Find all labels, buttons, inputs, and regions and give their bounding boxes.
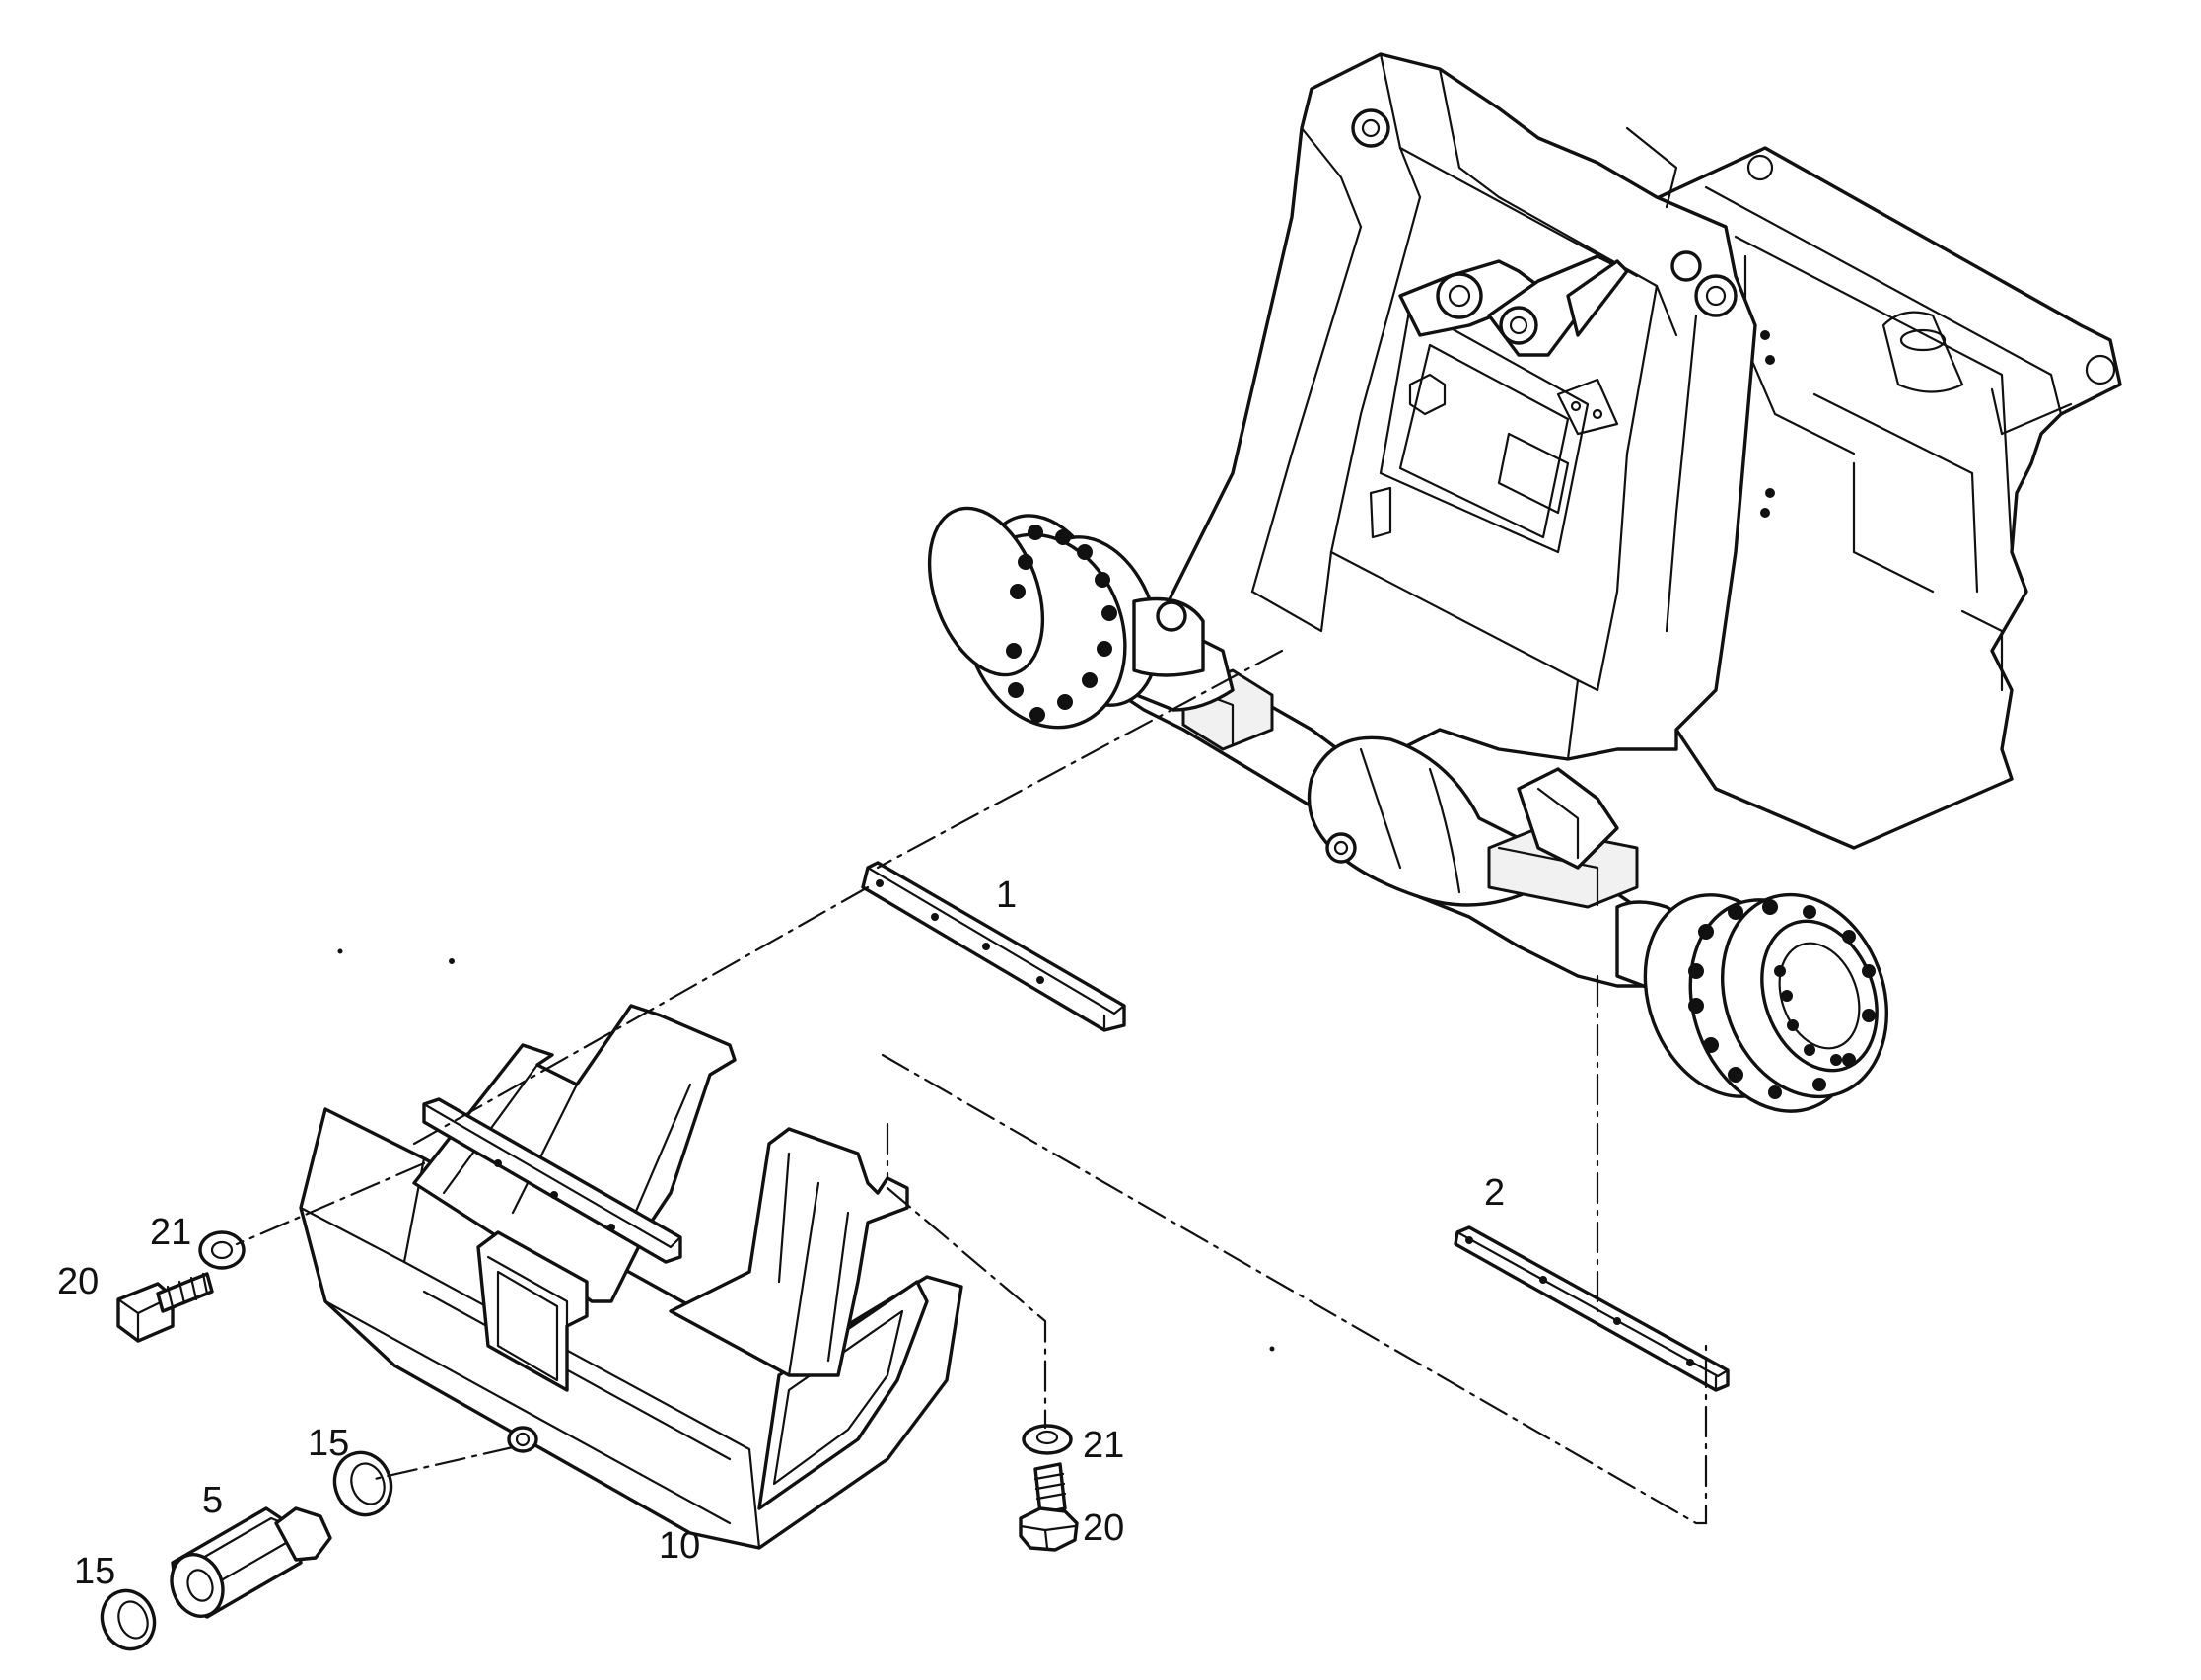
callout-15-upper: 15 bbox=[308, 1423, 349, 1464]
assembly-leader-lines bbox=[235, 649, 1708, 1525]
callout-5: 5 bbox=[202, 1480, 223, 1521]
callout-10: 10 bbox=[659, 1525, 700, 1567]
part-2-strip bbox=[1454, 1225, 1730, 1392]
part-21-washer-left bbox=[198, 1230, 246, 1270]
callout-21-left: 21 bbox=[150, 1212, 191, 1253]
part-21-washer-right bbox=[1022, 1424, 1073, 1455]
scan-specks bbox=[337, 948, 1275, 1352]
callout-21-right: 21 bbox=[1083, 1425, 1124, 1466]
callout-20-right: 20 bbox=[1083, 1507, 1124, 1549]
left-wheel-hub bbox=[927, 506, 1235, 730]
chassis-frame bbox=[1162, 52, 2122, 850]
part-15-seal-lower bbox=[100, 1588, 157, 1651]
part-1-strip bbox=[861, 861, 1126, 1032]
part-15-seal-upper bbox=[332, 1450, 393, 1517]
part-10-guard bbox=[299, 1004, 963, 1550]
callout-2: 2 bbox=[1484, 1172, 1505, 1214]
part-5-fitting bbox=[170, 1506, 332, 1619]
part-20-bolt-left bbox=[116, 1272, 214, 1343]
part-20-bolt-right bbox=[1019, 1462, 1079, 1552]
axle-assembly bbox=[927, 506, 1889, 1113]
callout-20-left: 20 bbox=[57, 1261, 99, 1302]
callout-1: 1 bbox=[996, 875, 1017, 916]
callout-15-lower: 15 bbox=[74, 1551, 115, 1592]
right-wheel-hub bbox=[1615, 892, 1889, 1113]
callout-labels: 1 2 5 10 15 15 20 20 21 21 bbox=[57, 875, 1505, 1592]
